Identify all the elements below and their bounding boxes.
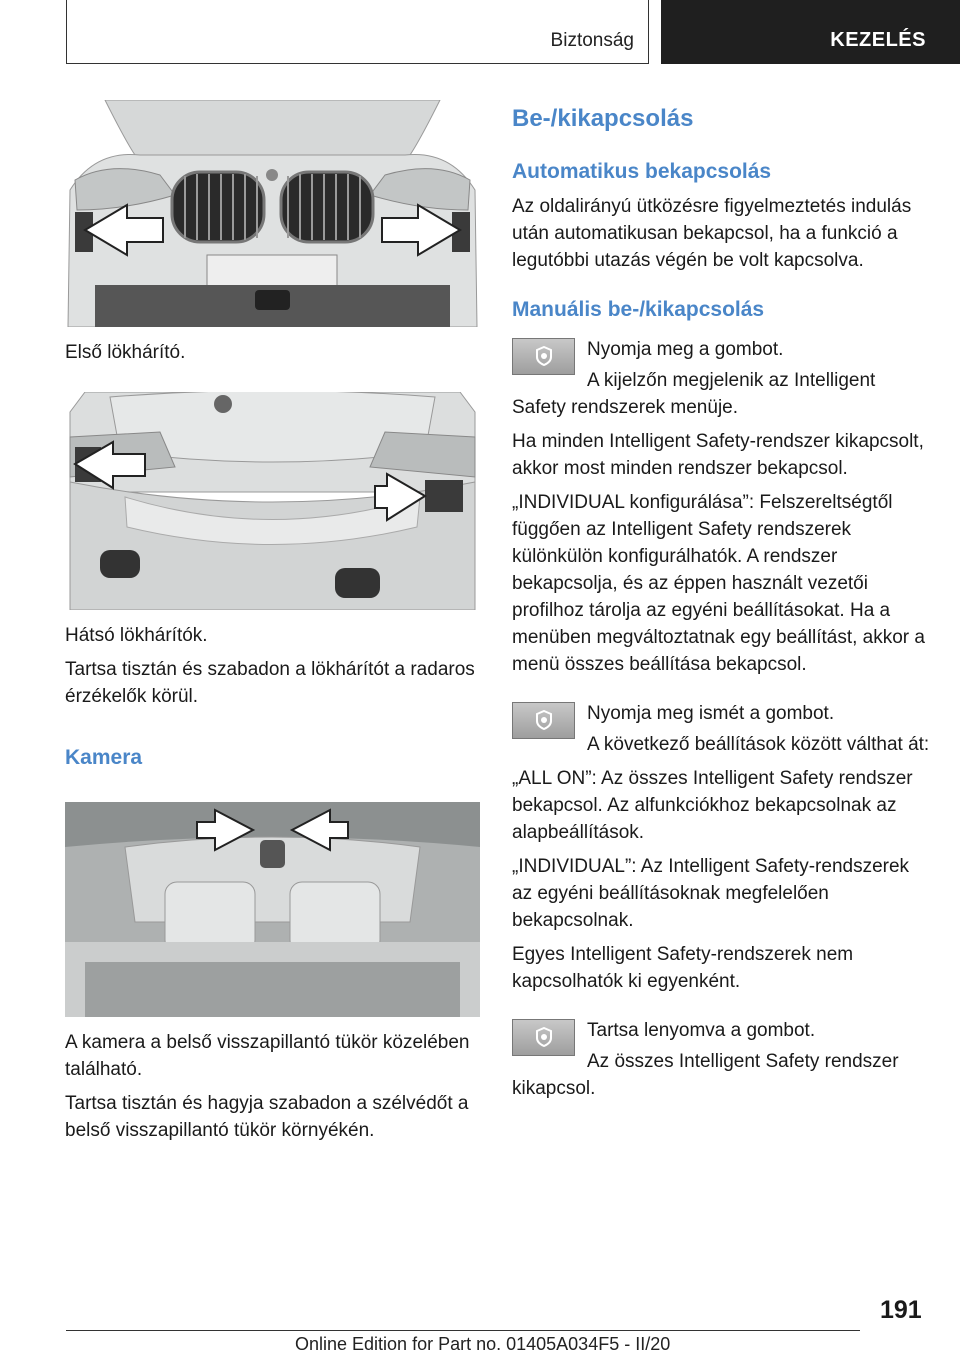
- paragraph-all-off: Ha minden Intelligent Safety-rendszer ki…: [512, 431, 924, 479]
- rear-bumper-caption: Hátsó lökhárítók.: [65, 625, 208, 646]
- rear-bumper-text: Tartsa tisztán és szabadon a lökhárítót …: [65, 659, 475, 707]
- step-hold: Tartsa lenyomva a gombot. Az összes Inte…: [512, 1017, 932, 1102]
- section-title: Biztonság: [550, 30, 634, 51]
- right-column: Be-/kikapcsolás Automatikus bekapcsolás …: [512, 100, 932, 1102]
- paragraph-individual-config: „INDIVIDUAL konfigurálása”: Felszereltsé…: [512, 492, 925, 675]
- left-column: Első lökhárító. Hátsó lökhárítók. Tartsa…: [65, 100, 485, 1144]
- auto-heading: Automatikus bekapcsolás: [512, 160, 772, 183]
- step3-line2: Az összes Intelligent Safety rendszer ki…: [512, 1051, 899, 1099]
- manual-heading: Manuális be-/kikapcsolás: [512, 298, 765, 321]
- camera-caption: A kamera a belső visszapillantó tükör kö…: [65, 1032, 470, 1080]
- auto-text: Az oldalirányú ütközésre figyelmeztetés …: [512, 196, 912, 271]
- paragraph-all-on: „ALL ON”: Az összes Intelligent Safety r…: [512, 768, 913, 843]
- step2-line1: Nyomja meg ismét a gombot.: [587, 703, 835, 724]
- front-bumper-image: [65, 100, 480, 327]
- running-header-section: Biztonság: [66, 0, 649, 64]
- paragraph-not-individually: Egyes Intelligent Safety-rendszerek nem …: [512, 944, 854, 992]
- footer-divider: [66, 1330, 860, 1331]
- step3-line1: Tartsa lenyomva a gombot.: [587, 1020, 816, 1041]
- step-press-again: Nyomja meg ismét a gombot. A következő b…: [512, 700, 932, 758]
- chapter-title: KEZELÉS: [830, 29, 926, 51]
- camera-heading: Kamera: [65, 746, 143, 769]
- step2-line2: A következő beállítások között válthat á…: [587, 734, 930, 755]
- camera-text: Tartsa tisztán és hagyja szabadon a szél…: [65, 1093, 469, 1141]
- step1-line2: A kijelzőn megjelenik az Intelligent Saf…: [512, 370, 876, 418]
- front-bumper-caption: Első lökhárító.: [65, 342, 186, 363]
- main-heading: Be-/kikapcsolás: [512, 105, 694, 132]
- camera-image: [65, 802, 480, 1017]
- paragraph-individual: „INDIVIDUAL”: Az Intelligent Safety-rend…: [512, 856, 910, 931]
- safety-button-icon: [512, 338, 575, 375]
- safety-button-icon: [512, 1019, 575, 1056]
- rear-bumper-image: [65, 392, 480, 610]
- running-header-chapter: KEZELÉS: [661, 0, 960, 64]
- page-number: 191: [880, 1296, 922, 1324]
- step-press: Nyomja meg a gombot. A kijelzőn megjelen…: [512, 336, 932, 421]
- footer-edition: Online Edition for Part no. 01405A034F5 …: [295, 1334, 671, 1354]
- step1-line1: Nyomja meg a gombot.: [587, 339, 784, 360]
- safety-button-icon: [512, 702, 575, 739]
